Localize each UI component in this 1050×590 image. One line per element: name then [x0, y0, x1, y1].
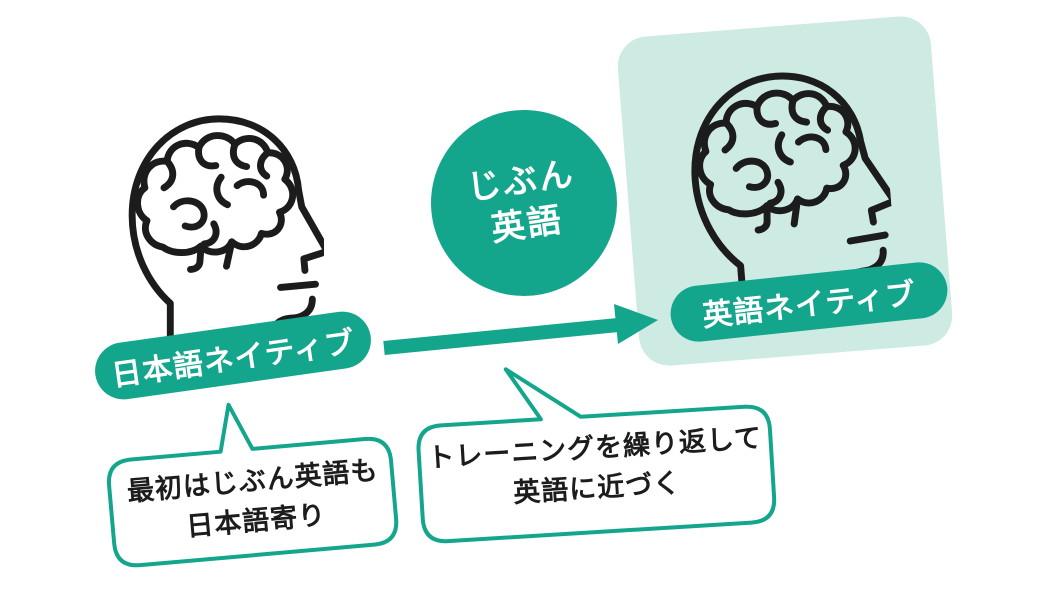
- head-with-brain-icon: [112, 102, 324, 352]
- speech-bubble-shape: [106, 402, 399, 568]
- jibun-eigo-circle: じぶん 英語: [431, 110, 617, 296]
- speech-bubble-shape: [416, 367, 777, 544]
- arrow-right-icon: [383, 304, 658, 355]
- left-speech-bubble: 最初はじぶん英語も 日本語寄り: [98, 380, 407, 575]
- right-speech-bubble: トレーニングを繰り返して 英語に近づく: [409, 341, 781, 563]
